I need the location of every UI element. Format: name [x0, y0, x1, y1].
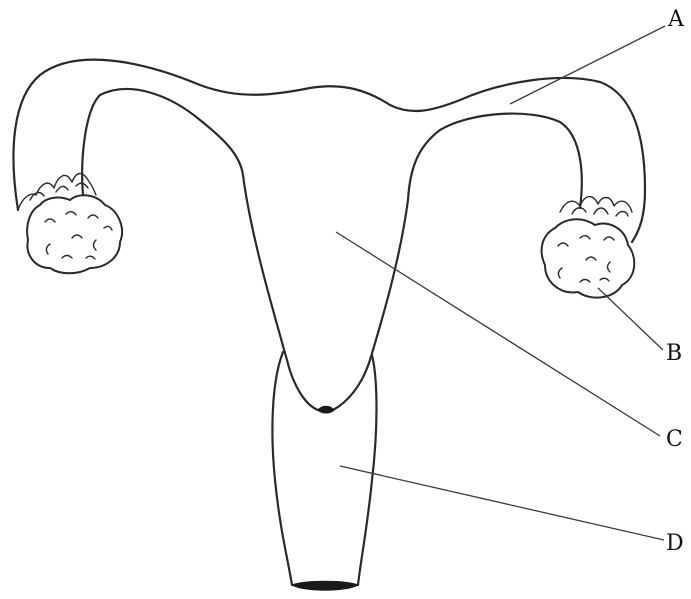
vaginal-opening	[292, 581, 358, 590]
label-a: A	[667, 7, 685, 32]
label-d: D	[666, 531, 684, 556]
label-c: C	[666, 427, 683, 452]
vagina-left-wall	[272, 352, 292, 585]
vagina-right-wall	[358, 355, 377, 585]
right-fimbriae	[560, 197, 632, 212]
cervix-outline	[287, 360, 370, 412]
leader-line-a	[510, 26, 665, 104]
leader-line-d	[340, 466, 664, 540]
left-ovary	[27, 195, 122, 273]
leader-line-b	[598, 288, 663, 350]
cervical-os	[318, 406, 334, 413]
label-b: B	[666, 341, 682, 366]
